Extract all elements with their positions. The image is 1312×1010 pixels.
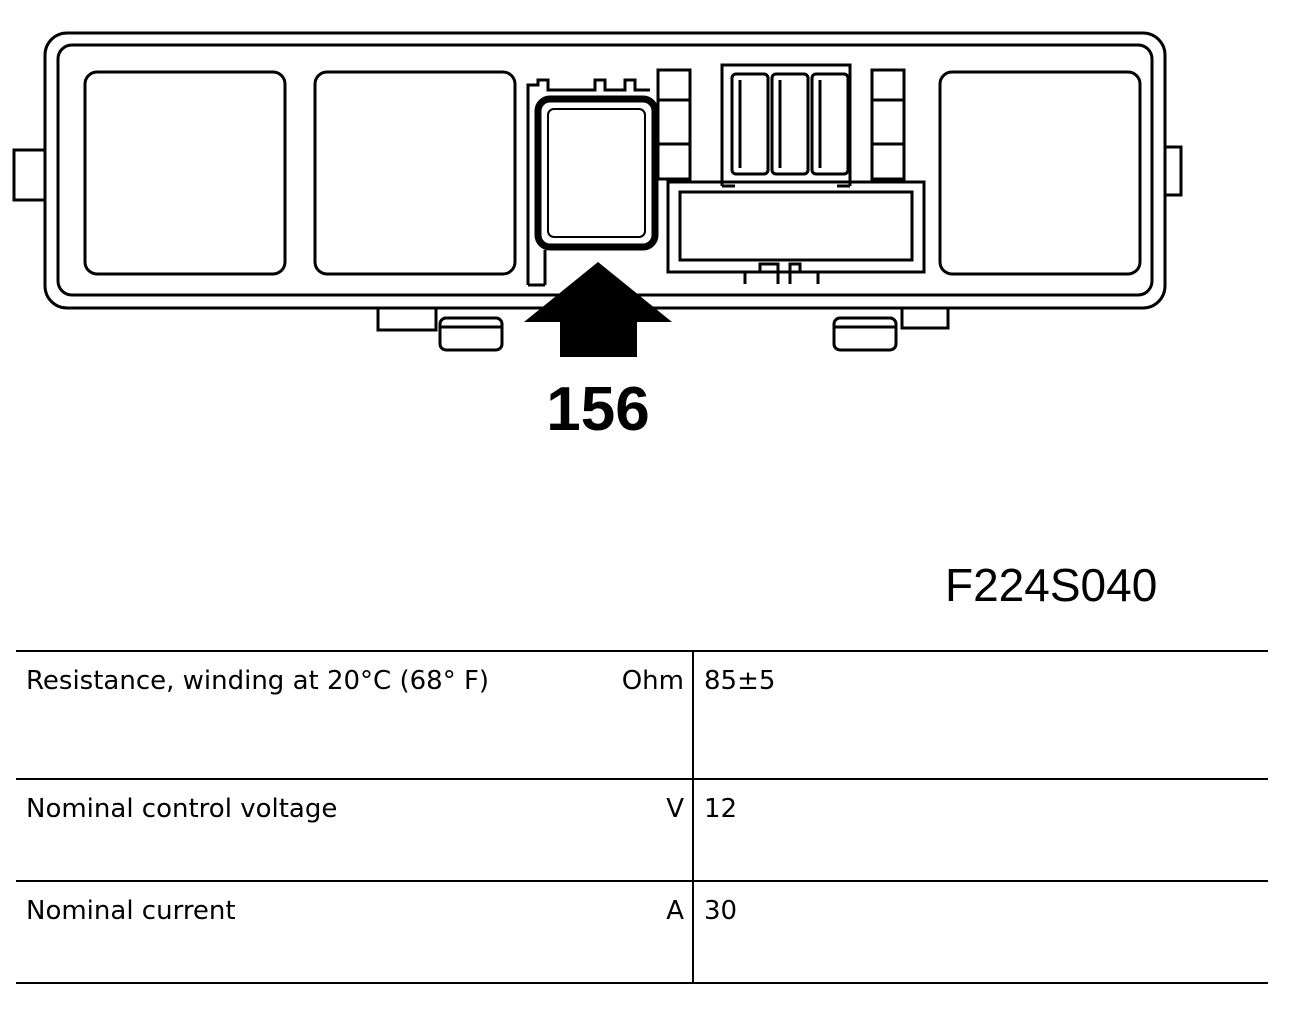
spec-table: Resistance, winding at 20°C (68° F) Ohm … [16, 650, 1268, 984]
fuse-right-1 [870, 68, 906, 102]
maxi-fuse-2 [770, 72, 810, 176]
relay-box-diagram: 156 [12, 31, 1183, 444]
callout-number: 156 [546, 375, 649, 444]
spec-label: Nominal current [26, 896, 236, 926]
callout-arrow-icon [524, 262, 672, 357]
right-side-tab [1163, 145, 1183, 197]
fuse-left-3 [656, 142, 692, 181]
table-row: Nominal current A 30 [16, 880, 1268, 984]
connector-block-outer [666, 180, 926, 274]
connector-block-inner [678, 190, 914, 262]
housing-outer [43, 31, 1167, 310]
spec-label-cell: Nominal control voltage [16, 778, 592, 882]
bottom-tab-left [376, 306, 438, 332]
fuse-right-3 [870, 142, 906, 181]
bottom-clip-right [832, 316, 898, 352]
maxi-fuse-holder [720, 63, 852, 186]
relay-socket-right [938, 70, 1142, 276]
spec-unit: Ohm [592, 650, 694, 780]
spec-value: 85±5 [693, 650, 1268, 780]
left-side-tab [12, 148, 47, 202]
spec-label-cell: Resistance, winding at 20°C (68° F) [16, 650, 592, 780]
fuse-left-1 [656, 68, 692, 102]
maxi-fuse-3 [810, 72, 850, 176]
table-row: Nominal control voltage V 12 [16, 778, 1268, 882]
maxi-fuse-1 [730, 72, 770, 176]
relay-156-frame [526, 78, 650, 285]
connector-latch [743, 262, 820, 284]
spec-unit: V [592, 778, 694, 882]
fuse-left-2 [656, 98, 692, 146]
bottom-tab-right [900, 306, 950, 330]
spec-label-cell: Nominal current [16, 880, 592, 984]
relay-socket-1 [83, 70, 287, 276]
spec-value: 30 [693, 880, 1268, 984]
bottom-clip-left [438, 316, 504, 352]
figure-code: F224S040 [945, 559, 1158, 611]
relay-socket-2 [313, 70, 517, 276]
spec-label: Nominal control voltage [26, 794, 338, 824]
spec-label: Resistance, winding at 20°C (68° F) [26, 666, 490, 696]
spec-value: 12 [693, 778, 1268, 882]
fuse-right-2 [870, 98, 906, 146]
relay-156 [534, 95, 659, 251]
table-row: Resistance, winding at 20°C (68° F) Ohm … [16, 650, 1268, 780]
spec-unit: A [592, 880, 694, 984]
